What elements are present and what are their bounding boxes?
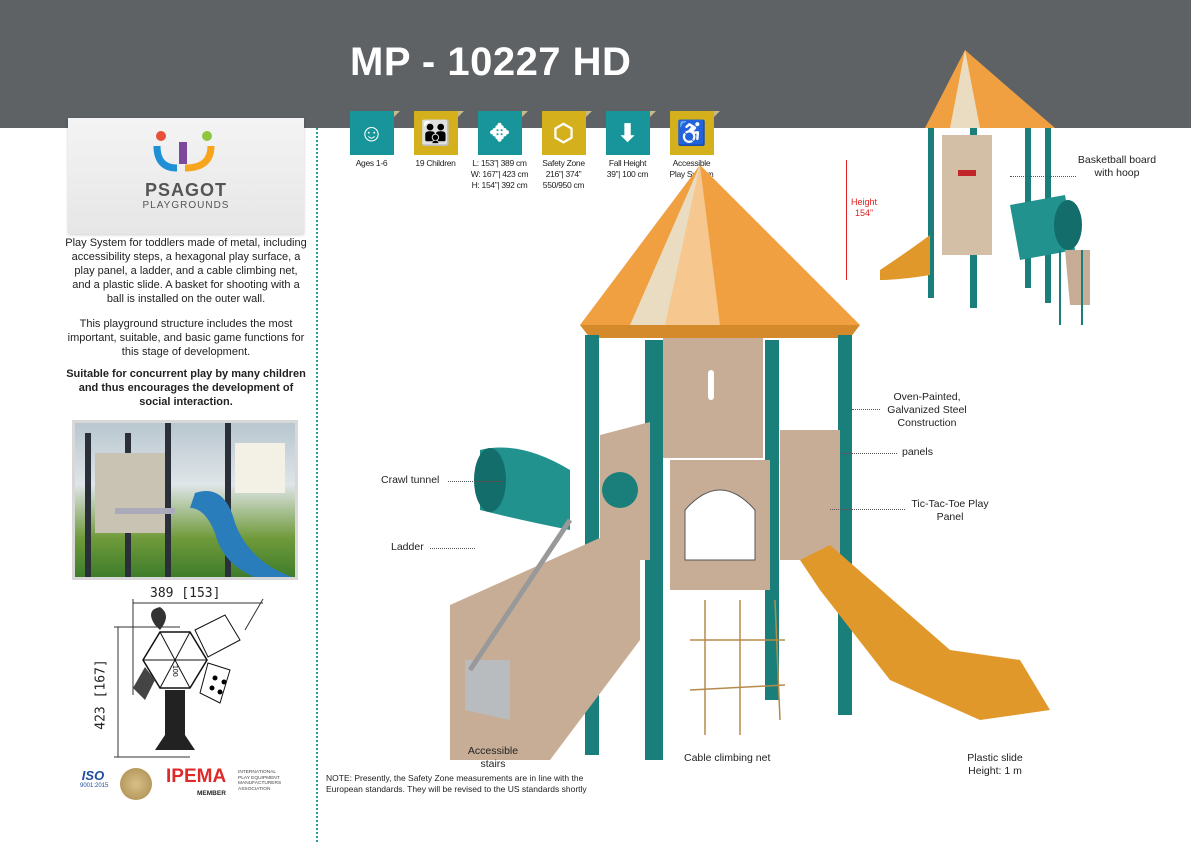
brand-logo-card: PSAGOT PLAYGROUNDS (68, 118, 304, 234)
page-title: MP - 10227 HD (350, 40, 632, 84)
plan-depth-label: 423 [167] (93, 659, 109, 730)
plan-center-label: 100 (171, 665, 178, 677)
dimensions-arrows-icon: ✥ (477, 111, 528, 155)
description-3: Suitable for concurrent play by many chi… (66, 368, 306, 408)
callout-panels: panels (902, 446, 933, 458)
leader-line (1010, 176, 1076, 177)
playground-alt-view (880, 50, 1090, 325)
leader-line (830, 509, 905, 510)
leader-line (852, 409, 880, 410)
brand-name: PSAGOT (144, 180, 227, 200)
callout-ladder: Ladder (391, 541, 424, 553)
safety-note: NOTE: Presently, the Safety Zone measure… (326, 773, 587, 794)
leader-line (842, 453, 897, 454)
plan-width-label: 389 [153] (150, 586, 221, 601)
callout-crawl-tunnel: Crawl tunnel (381, 474, 440, 486)
brand-sub: PLAYGROUNDS (142, 200, 230, 211)
ipema-logo: IPEMA (166, 766, 227, 787)
callout-net: Cable climbing net (684, 752, 771, 764)
child-face-icon: ☺ (349, 111, 400, 155)
description-1: Play System for toddlers made of metal, … (65, 237, 307, 305)
divider-line (316, 128, 318, 842)
playground-illustration (450, 165, 1050, 760)
spec-ages: ☺Ages 1-6 (340, 111, 403, 191)
leader-line (430, 548, 475, 549)
ipema-member: MEMBER (197, 790, 226, 797)
plan-drawing: 100 (114, 598, 264, 758)
spec-children: 👪19 Children (404, 111, 467, 191)
brand-logo-icon (153, 131, 215, 172)
down-arrow-icon: ⬇ (605, 111, 656, 155)
height-marker-line (846, 160, 847, 280)
product-photo (72, 420, 298, 580)
leader-line (448, 481, 503, 482)
wheelchair-icon: ♿ (669, 111, 720, 155)
hexagon-icon: ⬡ (541, 111, 592, 155)
iso-badge: ISO 9001:2015 (80, 768, 109, 789)
quality-seal-icon (120, 768, 152, 800)
description-2: This playground structure includes the m… (67, 318, 305, 358)
children-group-icon: 👪 (413, 111, 464, 155)
